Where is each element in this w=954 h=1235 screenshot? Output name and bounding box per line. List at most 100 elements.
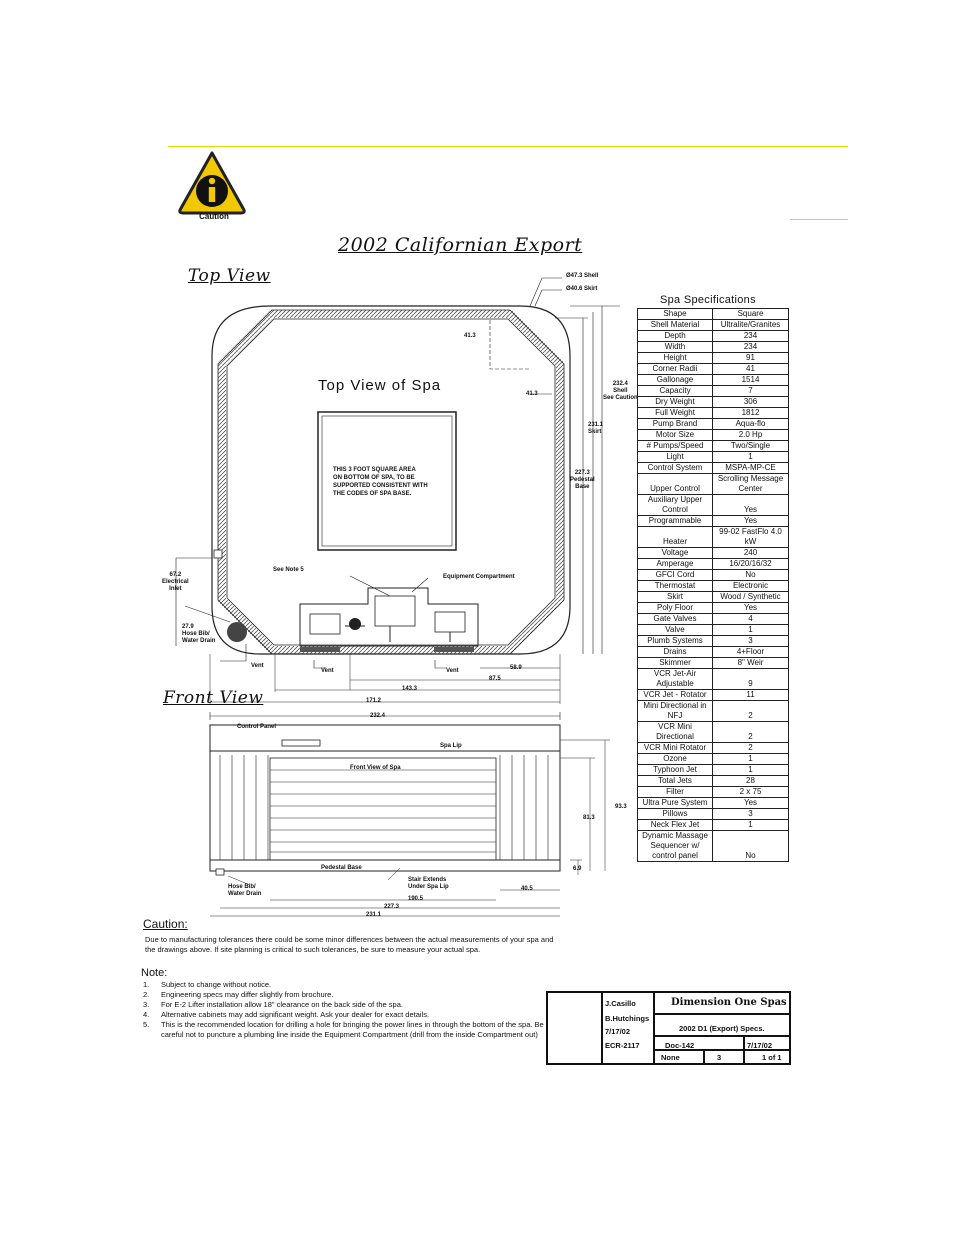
spec-value: 1: [712, 624, 789, 636]
spec-name: Depth: [637, 330, 713, 342]
see-note-label: See Note 5: [273, 567, 304, 573]
spa-lip-label: Spa Lip: [440, 743, 462, 749]
skirt-dim-value: 231.1: [588, 422, 604, 428]
dimension-231-1: 231.1: [366, 912, 382, 918]
spec-name: Skirt: [637, 591, 713, 603]
note-heading: Note:: [141, 967, 168, 979]
spec-name: Amperage: [637, 558, 713, 570]
spec-name: Dry Weight: [637, 396, 713, 408]
engineer: B.Hutchings: [605, 1014, 650, 1023]
revision: 3: [717, 1053, 722, 1062]
caution-heading: Caution:: [143, 917, 188, 931]
scale-value: None: [661, 1053, 680, 1062]
company-name: Dimension One Spas: [671, 997, 787, 1008]
spec-name: Valve: [637, 624, 713, 636]
rev-cell: [704, 1050, 744, 1064]
dimension-171-2: 171.2: [366, 698, 382, 704]
pedestal-dimension: 227.3 Pedestal Base: [570, 470, 595, 491]
electrical-value: 67.2: [169, 572, 182, 578]
shell-dim-note: See Caution: [603, 395, 638, 401]
title-block-mid: [602, 992, 654, 1064]
date-cell: [744, 1036, 790, 1050]
height-6-9: 6.9: [573, 866, 582, 872]
spec-name: Mini Directional in NFJ: [637, 700, 713, 722]
dimension-227-3: 227.3: [384, 904, 400, 910]
stair-text: Under Spa Lip: [408, 884, 449, 890]
radius-label: 41.3: [526, 391, 538, 397]
stair-text: Stair Extends: [408, 877, 447, 883]
doc-number: Doc-142: [665, 1041, 695, 1050]
title-cell: [654, 1014, 790, 1036]
doc-cell: [654, 1036, 744, 1050]
spec-name: Skimmer: [637, 657, 713, 669]
spec-name: Capacity: [637, 385, 713, 397]
company-cell: [654, 992, 790, 1014]
spec-value: 1514: [712, 374, 789, 386]
note-item: 1.Subject to change without notice.: [143, 980, 548, 990]
spec-value: Yes: [712, 797, 789, 809]
ecr-number: ECR-2117: [605, 1041, 640, 1050]
spec-value: 2 x 75: [712, 786, 789, 798]
spec-name: Light: [637, 451, 713, 463]
spec-value: No: [712, 569, 789, 581]
dimension-58-9: 58.9: [510, 665, 522, 671]
skirt-diameter-label: Ø40.6 Skirt: [566, 286, 598, 292]
pedestal-base-label: Pedestal Base: [321, 865, 362, 871]
spec-name: Pillows: [637, 808, 713, 820]
spec-name: VCR Mini Rotator: [637, 742, 713, 754]
spec-name: Poly Floor: [637, 602, 713, 614]
pedestal-dim-label: Pedestal: [570, 477, 595, 483]
caution-icon-label: Caution: [199, 212, 229, 221]
spec-value: 2.0 Hp: [712, 429, 789, 441]
spec-value: Yes: [712, 515, 789, 527]
front-width-label: 232.4: [370, 713, 386, 719]
top-view-spa-label: Top View of Spa: [318, 377, 442, 394]
pedestal-dim-value: 227.3: [574, 470, 590, 476]
spec-value: 11: [712, 689, 789, 701]
square-note: THIS 3 FOOT SQUARE AREA ON BOTTOM OF SPA…: [333, 466, 428, 498]
pedestal-dim-label: Base: [575, 484, 590, 490]
square-note-line: THIS 3 FOOT SQUARE AREA: [333, 467, 416, 473]
front-hose-bib-label: Hose Bib/ Water Drain: [228, 884, 261, 898]
spec-name: # Pumps/Speed: [637, 440, 713, 452]
spec-name: Full Weight: [637, 407, 713, 419]
spec-value: 234: [712, 341, 789, 353]
front-view-drawing: [209, 712, 610, 917]
square-note-line: ON BOTTOM OF SPA, TO BE: [333, 475, 415, 481]
spec-name: Typhoon Jet: [637, 764, 713, 776]
spec-value: 2: [712, 721, 789, 743]
hose-bib-text: Water Drain: [182, 638, 216, 644]
radius-label: 41.3: [464, 333, 476, 339]
title-block-left: [547, 992, 602, 1064]
spec-value: 16/20/16/32: [712, 558, 789, 570]
spec-value: 91: [712, 352, 789, 364]
equipment-compartment-label: Equipment Compartment: [443, 574, 515, 580]
vent-label: Vent: [251, 663, 264, 669]
skirt-dim-label: Skirt: [588, 429, 602, 435]
spec-value: 99-02 FastFlo 4.0 kW: [712, 526, 789, 548]
spec-name: Shell Material: [637, 319, 713, 331]
vent-label: Vent: [446, 668, 459, 674]
electrical-label: Electrical: [162, 579, 189, 585]
spec-name: Pump Brand: [637, 418, 713, 430]
top-view-heading: Top View: [188, 266, 271, 286]
scale-cell: [654, 1050, 704, 1064]
